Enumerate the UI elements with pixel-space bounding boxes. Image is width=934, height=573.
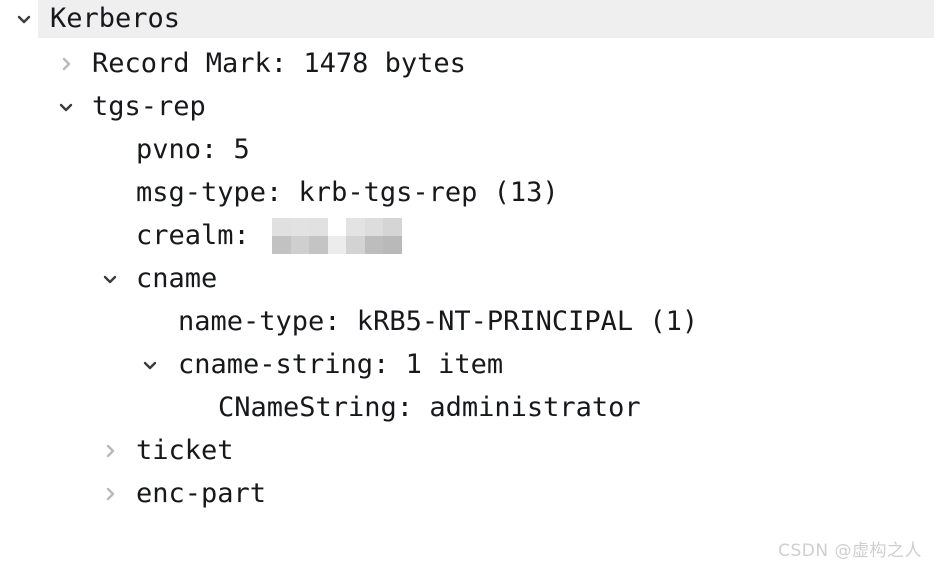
- redaction-block-3: [327, 218, 347, 236]
- tree-row-tgs-rep[interactable]: tgs-rep: [0, 88, 934, 126]
- tree-row-record-mark[interactable]: Record Mark: 1478 bytes: [0, 45, 934, 83]
- tree-row-label: tgs-rep: [92, 91, 206, 122]
- redaction-block-6: [383, 218, 402, 236]
- chevron-right-icon[interactable]: [100, 484, 120, 504]
- tree-row-label: cname-string: 1 item: [178, 349, 504, 380]
- redaction-block-5: [364, 218, 384, 236]
- redaction-block-0: [272, 218, 291, 236]
- redaction-block-9: [309, 236, 328, 254]
- tree-row-cnamestring-value[interactable]: CNameString: administrator: [0, 389, 934, 427]
- chevron-down-icon[interactable]: [100, 269, 120, 289]
- tree-row-label: pvno: 5: [136, 134, 250, 165]
- crealm-redacted-value: [272, 218, 402, 254]
- tree-row-name-type[interactable]: name-type: kRB5-NT-PRINCIPAL (1): [0, 303, 934, 341]
- tree-row-label: cname: [136, 263, 218, 294]
- selection-highlight: [38, 0, 934, 38]
- tree-row-label: Kerberos: [50, 3, 181, 34]
- chevron-down-icon[interactable]: [14, 9, 34, 29]
- chevron-right-icon[interactable]: [56, 54, 76, 74]
- redaction-block-4: [346, 218, 365, 236]
- tree-row-ticket[interactable]: ticket: [0, 432, 934, 470]
- redaction-block-10: [327, 236, 347, 254]
- redaction-block-13: [383, 236, 402, 254]
- tree-row-crealm[interactable]: crealm:: [0, 217, 934, 255]
- redaction-block-2: [309, 218, 328, 236]
- csdn-watermark: CSDN @虚构之人: [778, 541, 922, 561]
- redaction-block-7: [272, 236, 291, 254]
- tree-row-label: msg-type: krb-tgs-rep (13): [136, 177, 559, 208]
- tree-row-cname[interactable]: cname: [0, 260, 934, 298]
- chevron-down-icon[interactable]: [140, 355, 160, 375]
- tree-row-cname-string[interactable]: cname-string: 1 item: [0, 346, 934, 384]
- tree-row-label: ticket: [136, 435, 234, 466]
- tree-row-label: name-type: kRB5-NT-PRINCIPAL (1): [178, 306, 699, 337]
- redaction-block-11: [346, 236, 365, 254]
- tree-row-kerberos[interactable]: Kerberos: [0, 0, 934, 38]
- tree-row-label: Record Mark: 1478 bytes: [92, 48, 466, 79]
- tree-row-label: CNameString: administrator: [218, 392, 641, 423]
- chevron-right-icon[interactable]: [100, 441, 120, 461]
- redaction-block-12: [364, 236, 384, 254]
- tree-row-msg-type[interactable]: msg-type: krb-tgs-rep (13): [0, 174, 934, 212]
- tree-row-pvno[interactable]: pvno: 5: [0, 131, 934, 169]
- chevron-down-icon[interactable]: [56, 97, 76, 117]
- redaction-block-1: [290, 218, 310, 236]
- redaction-block-8: [290, 236, 310, 254]
- tree-row-label: crealm:: [136, 220, 250, 251]
- tree-row-enc-part[interactable]: enc-part: [0, 475, 934, 513]
- tree-row-label: enc-part: [136, 478, 267, 509]
